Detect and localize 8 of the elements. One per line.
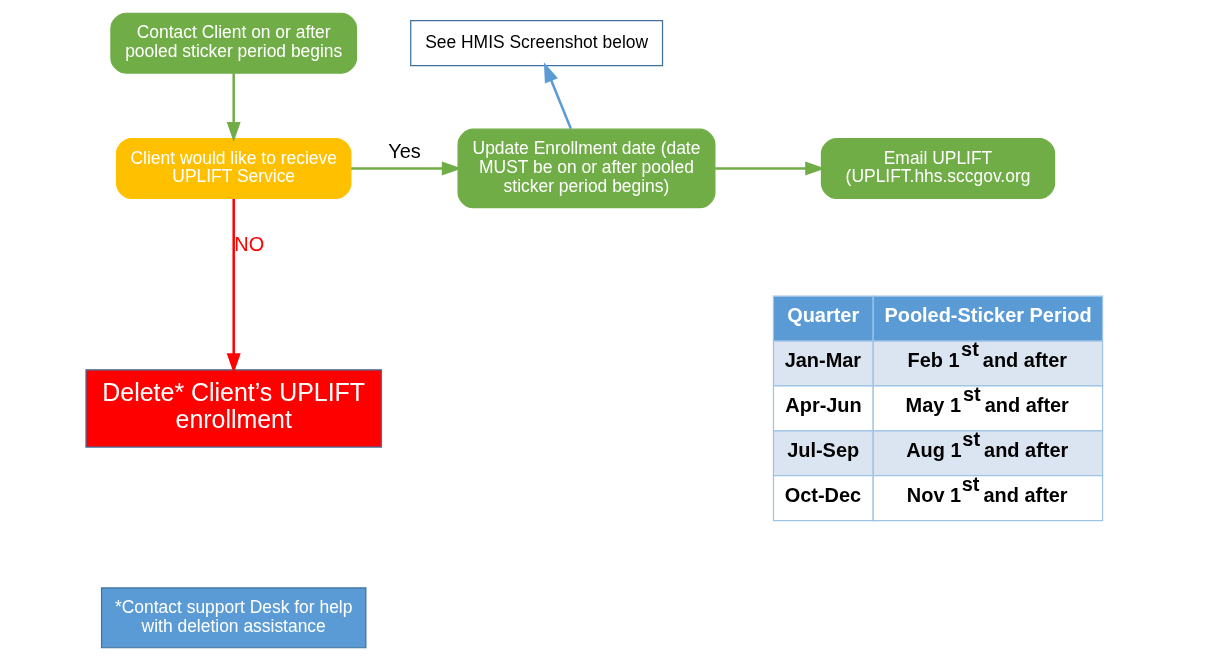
label: Quarter: [787, 304, 860, 327]
edge-label: NO: [234, 233, 265, 256]
label: Jan-Mar: [784, 349, 862, 372]
label: Oct-Dec: [784, 483, 862, 506]
edge-label: Yes: [388, 140, 421, 163]
label: Apr-Jun: [785, 393, 862, 416]
label: Pooled-Sticker Period: [884, 304, 1092, 327]
label: Jul-Sep: [787, 438, 860, 461]
